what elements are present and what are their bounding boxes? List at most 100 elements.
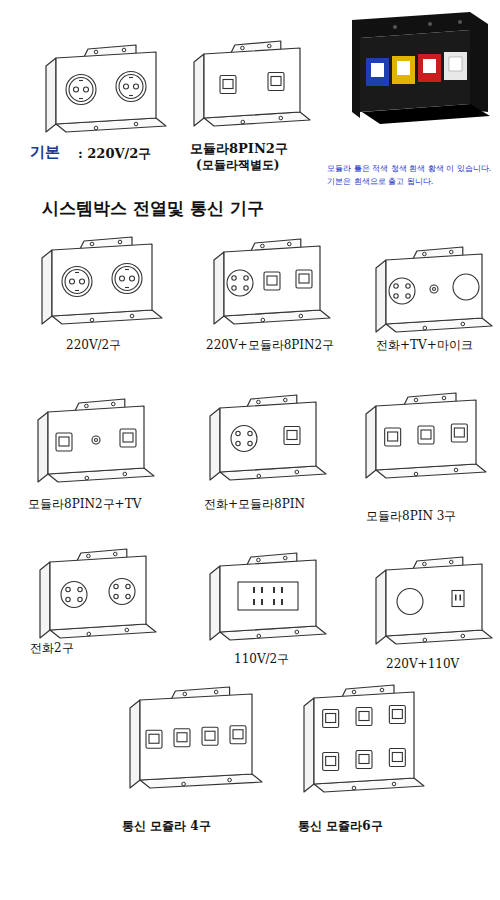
stroke — [267, 44, 271, 48]
stroke — [352, 690, 356, 694]
stroke — [130, 700, 140, 788]
stroke — [40, 562, 50, 638]
outlet-bracket — [130, 687, 262, 788]
stroke — [386, 564, 482, 636]
stroke — [232, 286, 236, 290]
stroke — [85, 476, 89, 480]
stroke — [253, 587, 255, 593]
stroke — [392, 782, 396, 786]
outlet-bracket — [210, 395, 326, 480]
stroke — [359, 755, 369, 764]
stroke — [119, 75, 143, 99]
stroke — [386, 254, 482, 324]
stroke — [394, 294, 398, 298]
stroke — [366, 406, 376, 478]
stroke — [359, 712, 369, 721]
stroke — [414, 472, 418, 476]
stroke — [423, 638, 427, 642]
stroke — [264, 272, 280, 290]
stroke — [126, 584, 130, 588]
stroke — [283, 556, 287, 560]
caption-text: 110V/2구 — [234, 652, 289, 666]
stroke — [295, 470, 299, 474]
stroke — [406, 294, 410, 298]
stroke — [223, 80, 233, 89]
stroke — [268, 73, 284, 91]
stroke — [220, 402, 316, 472]
stroke — [62, 267, 92, 297]
stroke — [323, 753, 339, 771]
stroke — [90, 242, 94, 246]
caption-text: 모듈라 틀은 적색 청색 흰색 황색 이 있습니다. — [327, 164, 491, 174]
stroke — [210, 566, 220, 640]
stroke — [126, 594, 130, 598]
stroke — [214, 252, 224, 324]
stroke — [273, 599, 275, 605]
caption-text: 시스템박스 전열및 통신 기구 — [42, 198, 264, 218]
stroke — [380, 688, 384, 692]
stroke — [123, 472, 127, 476]
stroke — [430, 285, 438, 293]
stroke — [418, 426, 434, 444]
stroke — [174, 729, 190, 747]
stroke — [287, 431, 297, 440]
stroke — [94, 50, 98, 54]
stroke — [205, 731, 215, 740]
stroke — [283, 398, 287, 402]
stroke — [238, 582, 298, 610]
stroke — [46, 58, 56, 132]
stroke — [84, 87, 89, 92]
stroke — [115, 267, 139, 291]
stroke — [389, 749, 405, 767]
stroke — [356, 708, 372, 726]
stroke — [129, 95, 133, 96]
caption-text: 220V+모듈라8PIN2구 — [206, 338, 334, 352]
stroke — [453, 274, 479, 300]
stroke — [194, 54, 204, 126]
caption-text: : 220V/2구 — [78, 146, 151, 162]
stroke — [261, 318, 265, 322]
stroke — [123, 433, 133, 442]
stroke — [423, 562, 427, 566]
stroke — [87, 632, 91, 636]
stroke — [210, 408, 220, 480]
stroke — [261, 587, 263, 593]
outlet-bracket — [376, 247, 492, 332]
stroke — [95, 439, 98, 442]
stroke — [454, 428, 464, 437]
stroke — [376, 260, 386, 332]
stroke — [113, 552, 117, 556]
stroke — [281, 599, 283, 605]
stroke — [244, 286, 248, 290]
stroke — [449, 560, 453, 564]
stroke — [257, 474, 261, 478]
stroke — [461, 634, 465, 638]
stroke — [241, 46, 245, 50]
caption-text: 모듈라8PIN2구 — [190, 141, 288, 157]
stroke — [125, 287, 129, 288]
stroke — [92, 436, 100, 444]
stroke — [140, 694, 252, 780]
stroke — [433, 288, 436, 291]
outlet-bracket — [42, 237, 162, 324]
outlet-bracket — [38, 399, 154, 482]
stroke — [248, 431, 252, 435]
stroke — [352, 786, 356, 790]
stroke — [326, 714, 336, 723]
stroke — [241, 120, 245, 124]
stroke — [214, 690, 218, 694]
stroke — [220, 560, 316, 632]
stroke — [455, 595, 457, 601]
stroke — [146, 730, 162, 748]
stroke — [356, 751, 372, 769]
outlet-bracket — [304, 685, 424, 792]
stroke — [79, 80, 83, 81]
stroke — [299, 274, 309, 283]
stroke — [90, 318, 94, 322]
stroke — [233, 730, 243, 739]
stroke — [65, 270, 89, 294]
stroke — [38, 412, 48, 482]
stroke — [125, 269, 129, 270]
stroke — [134, 84, 139, 89]
caption-text: (모듈라잭별도) — [196, 158, 279, 172]
